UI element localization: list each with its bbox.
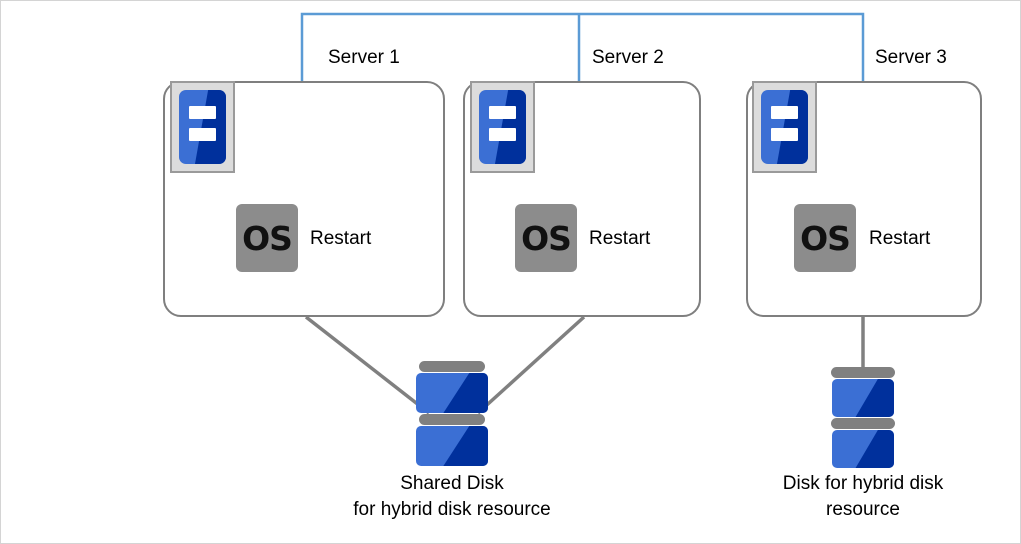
server-rack-icon-slot-b-2 [489, 128, 516, 141]
server-rack-icon-slot-b-3 [771, 128, 798, 141]
shared-disk-caption: Shared Disk for hybrid disk resource [272, 471, 632, 522]
server-rack-icon-shade-1 [194, 90, 226, 164]
disk-stack-icon-local[interactable] [831, 367, 895, 468]
server-box-2[interactable] [463, 81, 701, 317]
server-group-label-1: Server 1 [328, 47, 400, 68]
server-group-bracket [300, 12, 865, 82]
disk-platter-lower-shade-local [855, 430, 894, 468]
server-rack-icon-shade-3 [776, 90, 808, 164]
os-chip-1: OS [236, 204, 298, 272]
local-disk-caption-line-2: resource [826, 498, 900, 520]
disk-platter-lower-local [832, 430, 894, 468]
disk-platter-upper-local [832, 379, 894, 417]
server-rack-icon-1 [170, 81, 235, 173]
shared-disk-connectors [304, 315, 586, 415]
server-rack-icon-slot-a-1 [189, 106, 216, 119]
disk-cap-middle-local [831, 418, 895, 429]
local-disk-caption: Disk for hybrid disk resource [693, 471, 1020, 522]
local-disk-caption-line-1: Disk for hybrid disk [782, 473, 944, 494]
os-chip-label-2: OS [521, 218, 572, 258]
disk-platter-lower-shade-shared [443, 426, 488, 466]
server-status-2: Restart [589, 228, 651, 249]
server-rack-icon-body-3 [761, 90, 808, 164]
os-chip-2: OS [515, 204, 577, 272]
disk-platter-upper-shade-shared [443, 373, 488, 413]
server-status-1: Restart [310, 228, 372, 249]
disk-platter-upper-shade-local [855, 379, 894, 417]
server-rack-icon-3 [752, 81, 817, 173]
disk-platter-lower-shared [416, 426, 488, 466]
server-rack-icon-slot-a-2 [489, 106, 516, 119]
server-rack-icon-slot-b-1 [189, 128, 216, 141]
shared-disk-caption-line-1: Shared Disk [400, 473, 504, 494]
server-group-label-3: Server 3 [875, 47, 947, 68]
server-rack-icon-2 [470, 81, 535, 173]
server-rack-icon-shade-2 [494, 90, 526, 164]
server-rack-icon-body-1 [179, 90, 226, 164]
os-chip-label-3: OS [800, 218, 851, 258]
server-status-3: Restart [869, 228, 931, 249]
disk-cap-middle-shared [419, 414, 485, 425]
disk-platter-upper-shared [416, 373, 488, 413]
shared-disk-caption-line-2: for hybrid disk resource [353, 498, 551, 520]
disk-cap-top-local [831, 367, 895, 378]
server-rack-icon-slot-a-3 [771, 106, 798, 119]
disk-cap-top-shared [419, 361, 485, 372]
server-group-label-2: Server 2 [592, 47, 664, 68]
disk-stack-icon-shared[interactable] [416, 361, 488, 466]
server-rack-icon-body-2 [479, 90, 526, 164]
os-chip-label-1: OS [242, 218, 293, 258]
os-chip-3: OS [794, 204, 856, 272]
